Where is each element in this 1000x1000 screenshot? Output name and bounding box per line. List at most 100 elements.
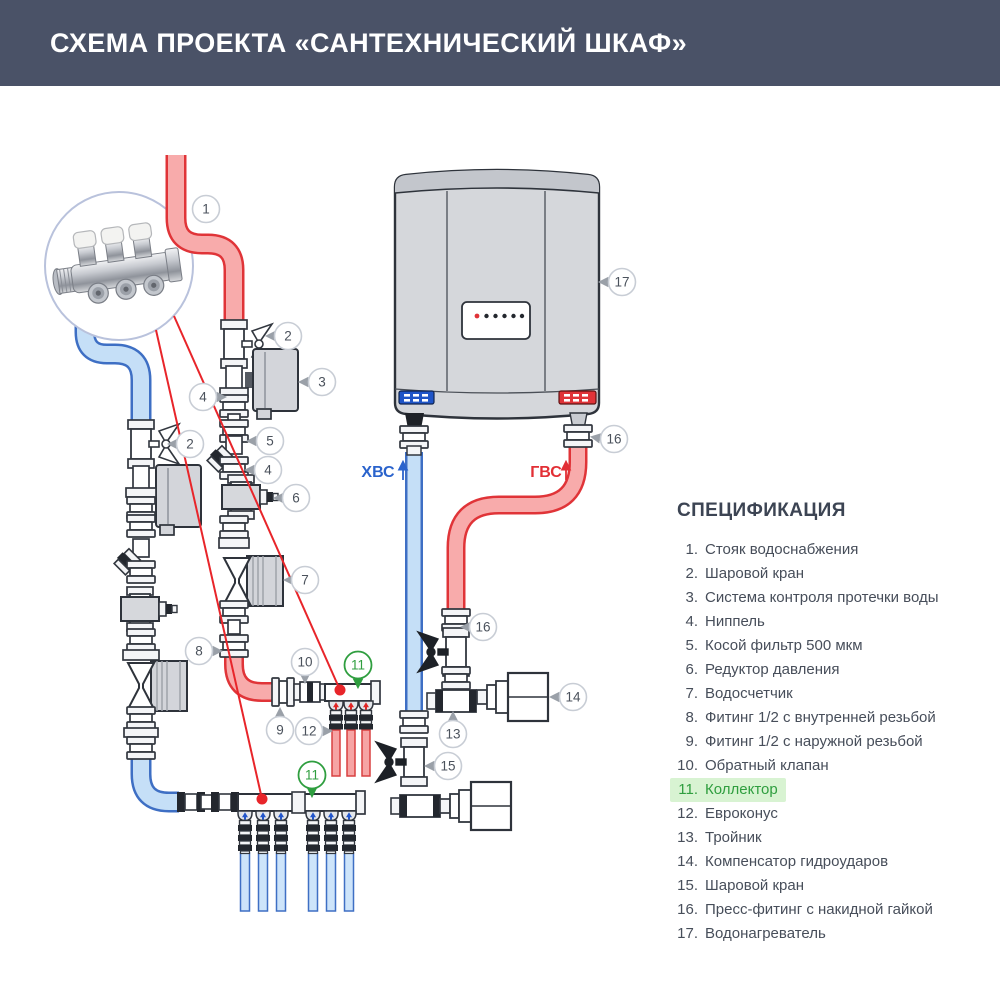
- inset-leader-lines: [155, 315, 346, 805]
- svg-text:15: 15: [440, 759, 455, 774]
- hot-elbow-pipe: [224, 650, 272, 702]
- spec-item: 8. Фитинг 1/2 с внутренней резьбой: [670, 706, 944, 730]
- svg-text:14: 14: [565, 690, 581, 705]
- spec-item: 3. Система контроля протечки воды: [670, 586, 947, 610]
- spec-item-label: Фитинг 1/2 с наружной резьбой: [705, 733, 923, 750]
- spec-item-label: Обратный клапан: [705, 757, 829, 774]
- callout-16b: 16: [599, 424, 629, 454]
- spec-item-label: Компенсатор гидроударов: [705, 853, 889, 870]
- eurocone-port: [305, 810, 321, 855]
- svg-text:9: 9: [276, 723, 284, 738]
- flow-labels: ХВС ГВС: [361, 459, 572, 481]
- spec-item-number: 10.: [677, 757, 698, 774]
- spec-item: 9. Фитинг 1/2 с наружной резьбой: [670, 730, 931, 754]
- spec-item-number: 1.: [685, 541, 698, 558]
- spec-item-number: 11.: [678, 781, 698, 798]
- svg-text:10: 10: [297, 655, 312, 670]
- svg-text:8: 8: [195, 644, 203, 659]
- eurocone-port: [237, 810, 253, 855]
- callout-6: 6: [281, 483, 311, 513]
- svg-text:5: 5: [266, 434, 274, 449]
- collector-outlets: [87, 274, 165, 304]
- spec-item-label: Шаровой кран: [705, 877, 804, 894]
- cold-collector-assembly: [176, 790, 366, 912]
- callout-15: 15: [433, 751, 463, 781]
- indicator-led: [474, 313, 480, 319]
- heater-hot-outlet-mark: [558, 390, 597, 405]
- cold-riser-pipe: [74, 300, 152, 430]
- spec-item-label: Косой фильтр 500 мкм: [705, 637, 863, 654]
- spec-item-label: Водонагреватель: [705, 925, 826, 942]
- svg-text:13: 13: [445, 727, 460, 742]
- spec-item-number: 7.: [685, 685, 698, 702]
- callout-16: 16: [468, 612, 498, 642]
- callout-4b: 4: [253, 455, 283, 485]
- spec-item-label: Редуктор давления: [705, 661, 840, 678]
- eurocone-port: [341, 810, 357, 855]
- spec-item: 2. Шаровой кран: [670, 562, 812, 586]
- spec-item-label: Пресс-фитинг с накидной гайкой: [705, 901, 933, 918]
- hot-outlet-pipe: [346, 729, 356, 777]
- specification-list: 1. Стояк водоснабжения 2. Шаровой кран 3…: [670, 538, 1000, 946]
- spec-item-label: Ниппель: [705, 613, 765, 630]
- cold-line-components: [111, 419, 202, 760]
- heater-cold-inlet-mark: [398, 390, 435, 405]
- spec-item-number: 2.: [685, 565, 698, 582]
- spec-item-label: Водосчетчик: [705, 685, 793, 702]
- heater-hot-pipe: [446, 446, 588, 614]
- spec-item-label: Система контроля протечки воды: [705, 589, 939, 606]
- hot-supply-label: ГВС: [530, 464, 562, 481]
- callout-4: 4: [188, 382, 218, 412]
- ball-valve-handle: [148, 423, 180, 465]
- spec-item: 7. Водосчетчик: [670, 682, 801, 706]
- eurocone-port: [273, 810, 289, 855]
- callout-7: 7: [290, 565, 320, 595]
- callout-2: 2: [273, 321, 303, 351]
- svg-text:6: 6: [292, 491, 300, 506]
- spec-item-number: 6.: [685, 661, 698, 678]
- callout-8: 8: [184, 636, 214, 666]
- page-title: СХЕМА ПРОЕКТА «САНТЕХНИЧЕСКИЙ ШКАФ»: [50, 27, 688, 58]
- check-valve: [293, 681, 327, 703]
- callout-1: 1: [191, 194, 221, 224]
- spec-item-number: 17.: [677, 925, 698, 942]
- spec-item: 4. Ниппель: [670, 610, 773, 634]
- spec-item: 17. Водонагреватель: [670, 922, 834, 946]
- specification-heading: СПЕЦИФИКАЦИЯ: [677, 500, 846, 521]
- hydro-shock-compensator: [475, 671, 550, 723]
- spec-item-number: 5.: [685, 637, 698, 654]
- spec-item-number: 15.: [677, 877, 698, 894]
- callout-10: 10: [290, 647, 320, 677]
- spec-item-label: Тройник: [705, 829, 762, 846]
- eurocone-port: [255, 810, 271, 855]
- spec-item: 15. Шаровой кран: [670, 874, 812, 898]
- callout-5: 5: [255, 426, 285, 456]
- leak-control-unit: [244, 348, 299, 420]
- eurocone-port: [358, 700, 374, 731]
- callout-14: 14: [558, 682, 588, 712]
- hot-outlet-pipe: [361, 729, 371, 777]
- collector-photo: [52, 222, 183, 304]
- pressure-reducer: [120, 586, 178, 632]
- svg-text:16: 16: [475, 620, 490, 635]
- leader-dot: [334, 684, 346, 696]
- spec-item: 6. Редуктор давления: [670, 658, 848, 682]
- svg-text:3: 3: [318, 375, 326, 390]
- callout-3: 3: [307, 367, 337, 397]
- spec-item: 1. Стояк водоснабжения: [670, 538, 866, 562]
- spec-item-number: 12.: [677, 805, 698, 822]
- callout-13: 13: [438, 719, 468, 749]
- spec-item: 10. Обратный клапан: [670, 754, 837, 778]
- hot-line-components: [204, 319, 299, 658]
- leader-dot: [256, 793, 268, 805]
- spec-item: 11. Коллектор: [670, 778, 786, 802]
- spec-item-number: 8.: [685, 709, 698, 726]
- svg-text:1: 1: [202, 202, 210, 217]
- spec-item-label: Евроконус: [705, 805, 778, 822]
- svg-text:4: 4: [264, 463, 272, 478]
- svg-text:11: 11: [305, 768, 319, 783]
- svg-text:7: 7: [301, 573, 309, 588]
- eurocone-port: [323, 810, 339, 855]
- spec-item-number: 4.: [685, 613, 698, 630]
